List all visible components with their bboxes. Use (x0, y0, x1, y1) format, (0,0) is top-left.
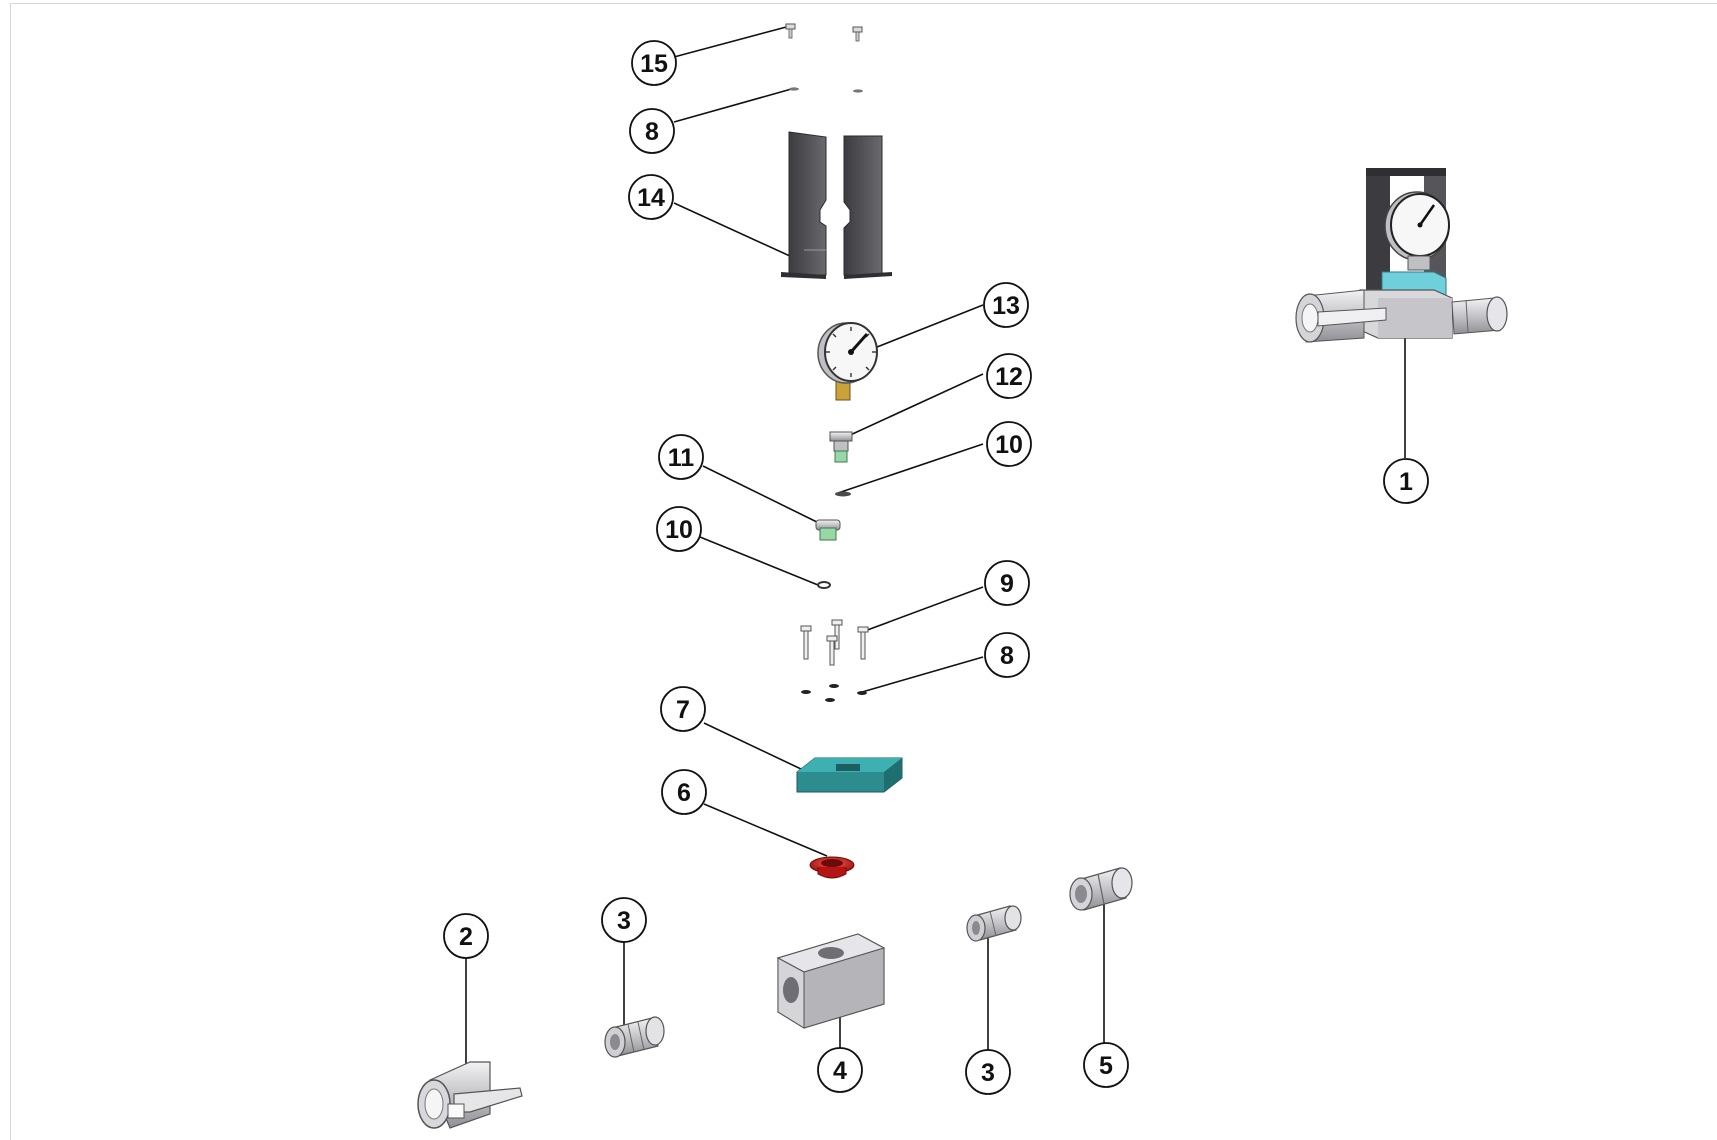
nipple-3-left (604, 1016, 665, 1058)
callout-8-lower: 8 (984, 632, 1030, 678)
callout-15: 15 (631, 40, 677, 86)
callout-1: 1 (1383, 458, 1429, 504)
callout-7-label: 7 (676, 696, 690, 724)
callout-4-label: 4 (833, 1057, 847, 1085)
callout-11: 11 (658, 434, 704, 480)
callout-8-top: 8 (629, 108, 675, 154)
diagram-frame (10, 3, 1717, 1140)
callout-13: 13 (983, 282, 1029, 328)
washer-8-lower-parts (801, 684, 867, 702)
screw-15-parts (785, 23, 863, 42)
callout-5-label: 5 (1099, 1052, 1113, 1080)
callout-3-left: 3 (601, 897, 647, 943)
pressure-gauge-13 (817, 322, 878, 401)
callout-3-right: 3 (965, 1049, 1011, 1095)
callout-7: 7 (660, 686, 706, 732)
callout-11-label: 11 (668, 444, 695, 472)
seal-10-upper (835, 491, 851, 497)
connector-5 (1069, 867, 1133, 911)
callout-2: 2 (443, 913, 489, 959)
callout-4: 4 (817, 1047, 863, 1093)
fitting-12 (829, 431, 853, 463)
coupler-2 (417, 1061, 523, 1129)
nipple-3-right (966, 905, 1022, 942)
callout-10-upper: 10 (986, 421, 1032, 467)
manifold-block-4 (776, 933, 886, 1029)
callout-10-lower: 10 (656, 506, 702, 552)
callout-9-label: 9 (1000, 570, 1014, 598)
callout-12-label: 12 (995, 363, 1023, 391)
gauge-bracket-14 (781, 131, 892, 279)
callouts: 15 8 14 13 12 10 11 10 9 8 7 6 2 3 4 3 5… (443, 40, 1429, 1095)
valve-block-7 (796, 757, 903, 793)
callout-13-label: 13 (992, 292, 1020, 320)
callout-9: 9 (984, 560, 1030, 606)
callout-12: 12 (986, 353, 1032, 399)
callout-15-label: 15 (640, 50, 668, 78)
red-seal-6 (809, 856, 855, 879)
plug-11 (815, 519, 841, 541)
assembly-1 (1295, 168, 1508, 343)
bolts-9 (800, 619, 869, 666)
seal-10-lower (817, 581, 831, 589)
callout-6: 6 (661, 769, 707, 815)
callout-8-lower-label: 8 (1000, 642, 1014, 670)
callout-3-right-label: 3 (981, 1059, 995, 1087)
callout-14-label: 14 (637, 184, 665, 212)
callout-3-left-label: 3 (617, 907, 631, 935)
callout-5: 5 (1083, 1042, 1129, 1088)
washer-8-top-parts (789, 87, 863, 93)
callout-2-label: 2 (459, 923, 473, 951)
callout-8-top-label: 8 (645, 118, 659, 146)
callout-10-upper-label: 10 (995, 431, 1023, 459)
callout-10-lower-label: 10 (665, 516, 693, 544)
callout-1-label: 1 (1399, 468, 1413, 496)
callout-6-label: 6 (677, 779, 691, 807)
callout-14: 14 (628, 174, 674, 220)
